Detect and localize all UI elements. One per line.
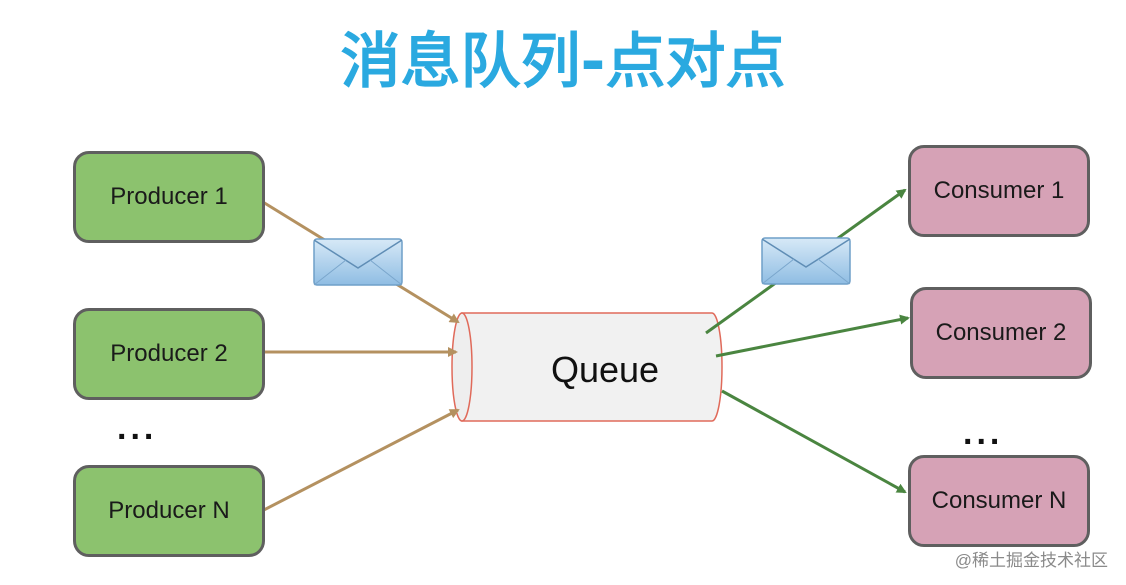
envelope-icon bbox=[761, 237, 851, 285]
consumer-n-arrow bbox=[721, 389, 907, 494]
producer-2-box: Producer 2 bbox=[73, 308, 265, 400]
consumer-n-box: Consumer N bbox=[908, 455, 1090, 547]
producer-1-box: Producer 1 bbox=[73, 151, 265, 243]
envelope-icon bbox=[313, 238, 403, 286]
queue-cylinder bbox=[451, 312, 723, 422]
diagram-title: 消息队列-点对点 bbox=[340, 27, 786, 97]
producer-n-arrow bbox=[257, 408, 460, 515]
consumer-1-box: Consumer 1 bbox=[908, 145, 1090, 237]
consumer-2-box: Consumer 2 bbox=[910, 287, 1092, 379]
consumer-ellipsis: ... bbox=[963, 414, 1004, 452]
producer-ellipsis: ... bbox=[117, 409, 158, 447]
watermark: @稀土掘金技术社区 bbox=[954, 551, 1108, 570]
queue-label: Queue bbox=[550, 349, 660, 390]
consumer-2-arrow bbox=[715, 314, 910, 358]
producer-n-box: Producer N bbox=[73, 465, 265, 557]
